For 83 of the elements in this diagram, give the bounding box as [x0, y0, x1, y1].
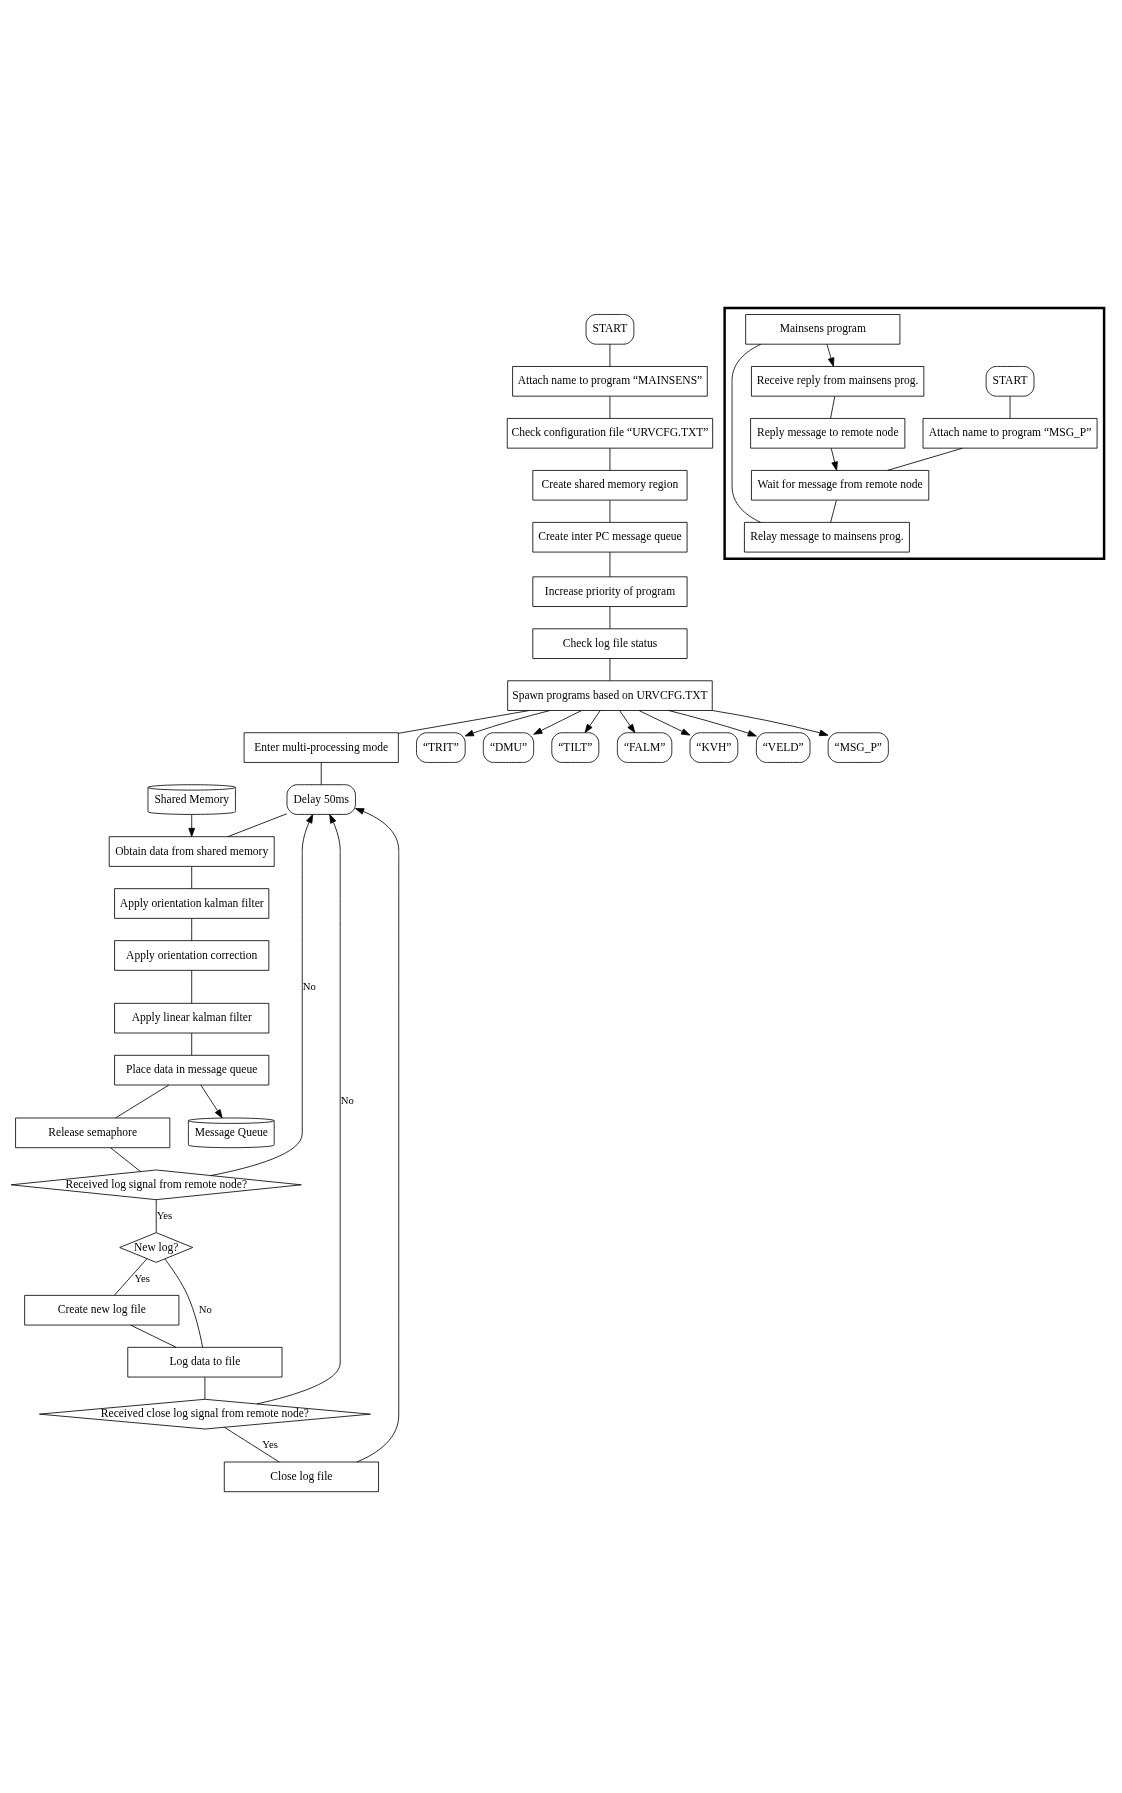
node-diamond: New log?	[119, 1232, 194, 1263]
arrow	[256, 814, 341, 1405]
arrow	[210, 814, 314, 1176]
connector	[191, 1032, 193, 1056]
node-box: Mainsens program	[745, 314, 901, 345]
edge-label: Yes	[134, 1271, 151, 1284]
arrow	[638, 710, 691, 736]
edge-label: No	[198, 1303, 212, 1316]
connector	[191, 970, 193, 1004]
connector	[191, 866, 193, 889]
node-box: Log data to file	[127, 1346, 283, 1378]
edge-label: Yes	[156, 1208, 173, 1221]
node-diamond: Received log signal from remote node?	[10, 1169, 302, 1201]
arrow	[619, 710, 636, 734]
edge-label: No	[340, 1094, 354, 1107]
connector	[113, 1258, 148, 1296]
node-box: Check configuration file “URVCFG.TXT”	[506, 418, 714, 449]
connector	[115, 1084, 170, 1119]
edge-label: Yes	[262, 1438, 278, 1451]
node-box: Reply message to remote node	[750, 418, 906, 449]
connector	[398, 710, 530, 734]
node-box: Increase priority of program	[532, 576, 688, 607]
node-box: Attach name to program “MAINSENS”	[512, 366, 708, 397]
arrow	[464, 710, 551, 737]
node-box: Relay message to mainsens prog.	[744, 522, 910, 553]
node-box: “DMU”	[482, 732, 535, 763]
arrow	[188, 814, 195, 837]
node-box: Close log file	[223, 1461, 379, 1493]
node-box: “MSG_P”	[827, 732, 889, 763]
node-box: Release semaphore	[15, 1117, 171, 1149]
node-diamond: Received close log signal from remote node?	[39, 1398, 371, 1430]
node-box: “KVH”	[689, 732, 739, 763]
connector	[609, 499, 611, 523]
connector	[227, 813, 288, 838]
connector	[609, 606, 611, 630]
node-box: Place data in message queue	[114, 1054, 270, 1086]
arrow	[584, 710, 601, 734]
node-box: START	[985, 366, 1035, 397]
arrow	[355, 808, 400, 1463]
node-box: Apply orientation correction	[114, 940, 270, 971]
connector	[155, 1199, 157, 1233]
connector	[130, 1324, 177, 1348]
arrow	[711, 710, 829, 737]
connector	[320, 762, 322, 785]
cluster	[723, 306, 1106, 560]
node-box: Check log file status	[532, 628, 688, 659]
node-box: Obtain data from shared memory	[108, 836, 275, 867]
node-box: Spawn programs based on URVCFG.TXT	[507, 680, 713, 711]
connector	[204, 1376, 206, 1400]
arrow	[826, 344, 835, 367]
connector	[110, 1147, 141, 1172]
node-box: “TILT”	[551, 732, 600, 763]
arrow	[533, 710, 582, 735]
connector	[224, 1426, 280, 1463]
connector	[609, 448, 611, 471]
node-box: Receive reply from mainsens prog.	[751, 366, 925, 397]
connector	[191, 918, 193, 941]
connector	[609, 551, 611, 578]
connector	[830, 499, 837, 523]
connector	[830, 396, 836, 419]
node-box: Apply orientation kalman filter	[114, 888, 270, 919]
connector	[164, 1258, 203, 1348]
connector	[609, 658, 611, 682]
node-box: Create inter PC message queue	[532, 522, 688, 553]
node-box: Wait for message from remote node	[751, 470, 930, 501]
arrow	[830, 448, 838, 471]
edge-label: No	[302, 979, 316, 992]
connector	[731, 343, 762, 523]
node-box: Delay 50ms	[286, 784, 356, 815]
connector	[1009, 396, 1011, 419]
arrow	[200, 1084, 223, 1119]
node-box: “TRIT”	[416, 732, 466, 763]
node-box: Create shared memory region	[532, 470, 688, 501]
connector	[609, 396, 611, 419]
node-box: “VELD”	[755, 732, 811, 763]
connector	[609, 344, 611, 367]
node-box: Apply linear kalman filter	[114, 1002, 270, 1034]
node-box: “FALM”	[616, 732, 673, 763]
arrow	[668, 710, 757, 737]
node-box: START	[585, 314, 635, 345]
node-box: Attach name to program “MSG_P”	[922, 418, 1098, 449]
node-box: Enter multi-processing mode	[243, 732, 399, 763]
node-box: Create new log file	[24, 1294, 180, 1326]
